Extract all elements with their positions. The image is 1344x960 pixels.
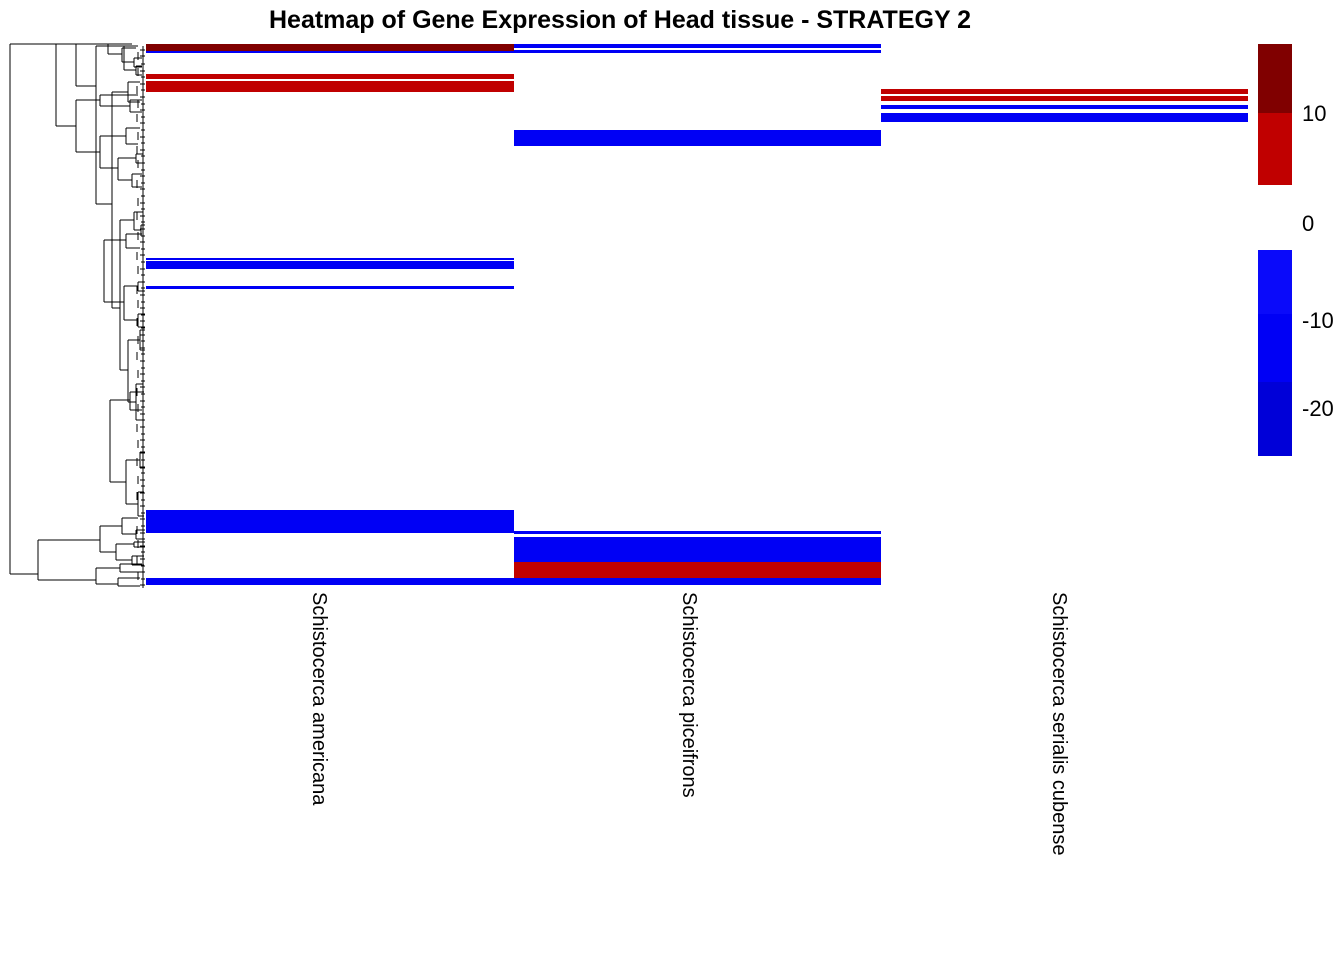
heatmap-cell-band (881, 113, 1248, 122)
column-label-americana: Schistocerca americana (308, 592, 330, 806)
heatmap-cell-band (146, 510, 515, 533)
heatmap-cell-band (514, 562, 882, 578)
heatmap-column-2 (514, 42, 882, 588)
legend-tick-label: -10 (1302, 308, 1334, 333)
legend-tick-label: 10 (1302, 101, 1327, 126)
column-label-serialis-cubense: Schistocerca serialis cubense (1048, 592, 1070, 856)
column-label-piceifrons: Schistocerca piceifrons (678, 592, 700, 798)
heatmap-cell-band (146, 578, 515, 585)
heatmap-cell-band (514, 44, 882, 48)
page-title: Heatmap of Gene Expression of Head tissu… (268, 6, 972, 34)
heatmap-cell-band (146, 286, 515, 289)
legend-color-block (1258, 44, 1292, 113)
heatmap-cell-band (881, 96, 1248, 101)
color-scale-legend: 10 0 -10 -20 (1258, 44, 1344, 474)
heatmap-cell-band (514, 130, 882, 146)
heatmap-cell-band (514, 531, 882, 534)
heatmap-cell-band (514, 537, 882, 562)
heatmap-cell-band (146, 51, 515, 53)
legend-tick-label: -20 (1302, 396, 1334, 421)
heatmap-column-1 (146, 42, 515, 588)
legend-color-block (1258, 250, 1292, 314)
legend-tick-label: 0 (1302, 211, 1315, 236)
heatmap-cell-band (146, 44, 515, 51)
legend-color-block (1258, 382, 1292, 456)
heatmap-cell-band (146, 81, 515, 92)
heatmap-column-3 (881, 42, 1248, 588)
heatmap-cell-band (146, 74, 515, 79)
legend-color-block (1258, 314, 1292, 382)
heatmap-cell-band (881, 89, 1248, 94)
heatmap-cell-band (146, 258, 515, 260)
row-dendrogram (0, 40, 146, 588)
heatmap-cell-band (514, 50, 882, 53)
heatmap-cell-band (514, 578, 882, 585)
heatmap-grid (146, 42, 1248, 588)
legend-color-block (1258, 113, 1292, 185)
heatmap-cell-band (146, 261, 515, 269)
heatmap-cell-band (881, 105, 1248, 109)
